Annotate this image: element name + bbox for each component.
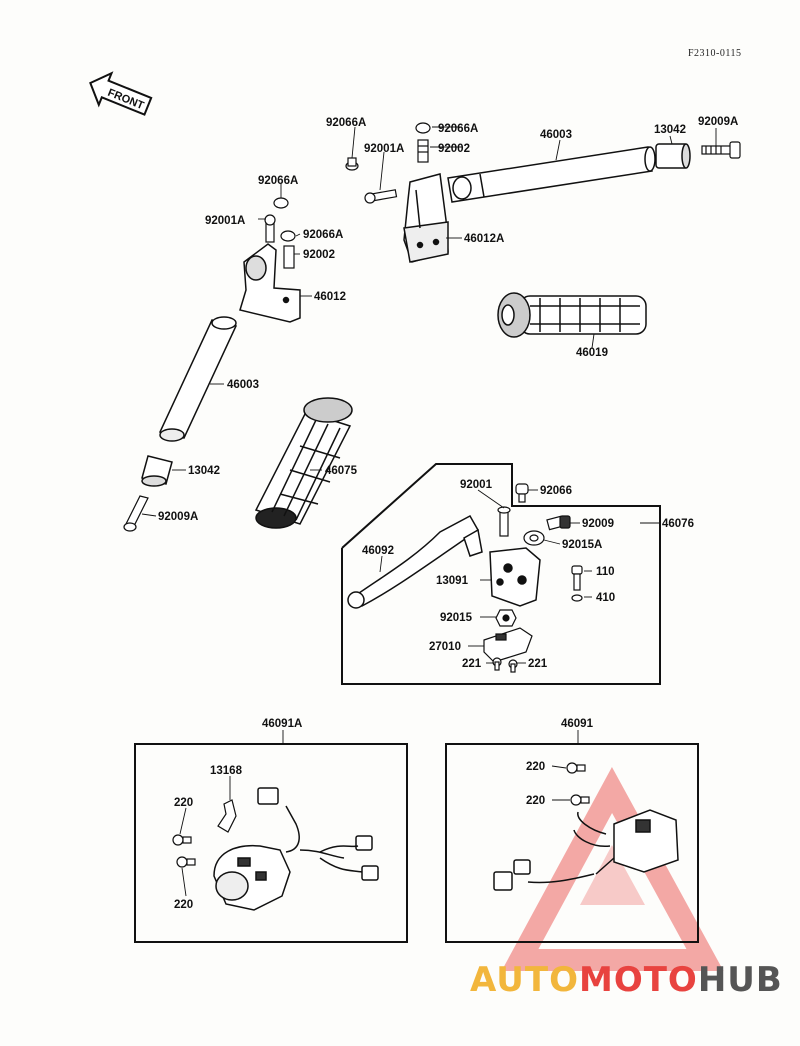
part-labels: 92066A 92066A 92001A 92002 46003 13042 9… — [158, 116, 738, 911]
bolt-92009 — [546, 515, 571, 531]
label-92009a-tr: 92009A — [698, 116, 738, 128]
label-46003-tr: 46003 — [540, 129, 572, 141]
screw-221-a — [492, 657, 502, 671]
label-13042-tr: 13042 — [654, 124, 686, 136]
washer-410 — [571, 594, 583, 602]
washer-92066a-left-b — [280, 230, 296, 242]
watermark-logo — [501, 766, 724, 971]
bolt-92001 — [497, 506, 511, 537]
left-handlebar-tube — [158, 316, 238, 442]
left-handlebar-switch — [213, 787, 379, 911]
label-92066: 92066 — [540, 485, 572, 497]
label-92066a-left2: 92066A — [303, 229, 343, 241]
washer-92066a-right-a — [345, 157, 359, 171]
left-grip — [254, 397, 353, 529]
watermark-part1: AUTO — [470, 960, 579, 1000]
label-92066a-tr: 92066A — [438, 123, 478, 135]
label-46012: 46012 — [314, 291, 346, 303]
label-13091: 13091 — [436, 575, 469, 587]
clamp-bolt-92001a-right — [364, 189, 398, 204]
clip-13168 — [217, 799, 237, 833]
right-clamp-holder — [403, 173, 449, 263]
label-92001a-tr: 92001A — [364, 143, 404, 155]
switch-27010 — [483, 627, 533, 663]
label-92002-left: 92002 — [303, 249, 335, 261]
switch-box-46091a — [134, 743, 408, 943]
label-92015a: 92015A — [562, 539, 602, 551]
watermark-part2: MOTO — [578, 960, 698, 1000]
bolt-92002-left — [283, 245, 295, 269]
left-clamp-holder — [239, 243, 301, 323]
clamp-bolt-92001a-left — [264, 214, 276, 243]
label-221-b: 221 — [528, 658, 548, 670]
label-46092: 46092 — [362, 545, 394, 557]
label-46019: 46019 — [576, 347, 608, 359]
label-92066a-left: 92066A — [258, 175, 298, 187]
label-92001: 92001 — [460, 479, 493, 491]
label-220-b: 220 — [174, 899, 193, 911]
label-220-c: 220 — [526, 761, 545, 773]
nut-92015 — [495, 609, 517, 627]
screw-220-right-a — [566, 762, 586, 774]
washer-92015a — [523, 530, 545, 546]
label-110: 110 — [596, 566, 615, 578]
bar-end-weight-left — [141, 455, 173, 487]
switch-box-46091 — [445, 743, 699, 943]
clutch-lever — [347, 514, 483, 609]
washer-92066a-right-b — [415, 122, 431, 134]
label-92009: 92009 — [582, 518, 614, 530]
label-221-a: 221 — [462, 658, 482, 670]
label-220-a: 220 — [174, 797, 193, 809]
label-46091a: 46091A — [262, 718, 302, 730]
label-92009a-left: 92009A — [158, 511, 198, 523]
label-46012a: 46012A — [464, 233, 504, 245]
leader-lines — [141, 126, 717, 897]
bar-end-screw-left — [123, 495, 149, 532]
bolt-92002-right — [417, 139, 429, 163]
label-92002-tr: 92002 — [438, 143, 470, 155]
label-13168: 13168 — [210, 765, 243, 777]
lever-holder — [489, 547, 541, 607]
screw-221-b — [508, 659, 518, 673]
watermark-text: AUTOMOTOHUB — [470, 960, 783, 1000]
label-46091: 46091 — [561, 718, 594, 730]
screw-220-right-b — [570, 794, 590, 806]
label-92015: 92015 — [440, 612, 473, 624]
watermark-part3: HUB — [697, 960, 783, 1000]
cap-92066 — [515, 483, 529, 503]
bar-end-screw-right — [701, 141, 741, 159]
right-handlebar-tube — [447, 146, 656, 203]
right-handlebar-switch — [493, 809, 679, 891]
document-code: F2310-0115 — [688, 48, 742, 59]
bar-end-weight-right — [655, 143, 691, 169]
right-grip-throttle — [497, 292, 647, 338]
label-410: 410 — [596, 592, 615, 604]
screw-220-left-a — [172, 834, 192, 846]
label-13042-left: 13042 — [188, 465, 220, 477]
washer-92066a-left-a — [273, 197, 289, 209]
label-220-d: 220 — [526, 795, 545, 807]
label-27010: 27010 — [429, 641, 461, 653]
label-46003-left: 46003 — [227, 379, 259, 391]
screw-110 — [571, 565, 583, 591]
label-46075: 46075 — [325, 465, 358, 477]
label-92066a-top: 92066A — [326, 117, 366, 129]
label-92001a-left: 92001A — [205, 215, 245, 227]
label-46076: 46076 — [662, 518, 694, 530]
front-arrow: FRONT — [89, 71, 153, 116]
lever-assembly-border — [341, 463, 661, 685]
screw-220-left-b — [176, 856, 196, 868]
